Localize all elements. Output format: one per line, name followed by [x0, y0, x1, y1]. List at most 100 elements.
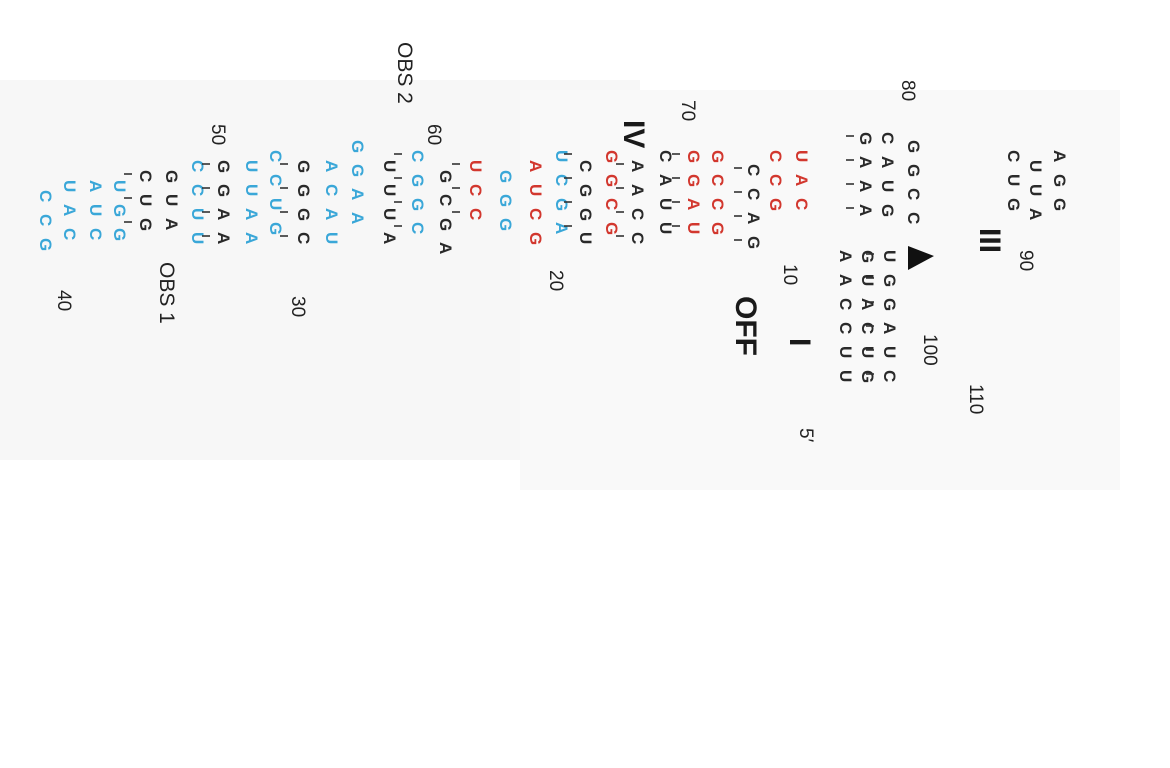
nucleotide: G: [1050, 198, 1069, 211]
nucleotide: G: [602, 222, 621, 235]
nucleotide: A: [856, 204, 875, 216]
nucleotide: G: [162, 170, 181, 183]
obs2-label: OBS 2: [393, 42, 416, 104]
nucleotide: U: [880, 250, 899, 262]
nucleotide: U: [86, 204, 105, 216]
nucleotide: A: [880, 322, 899, 334]
nucleotide: G: [552, 198, 571, 211]
nucleotide: C: [86, 228, 105, 240]
nucleotide: U: [162, 194, 181, 206]
nucleotide: C: [322, 184, 341, 196]
nucleotide: G: [436, 218, 455, 231]
nucleotide: A: [322, 208, 341, 220]
nucleotide: G: [602, 150, 621, 163]
stem-iii-label: III: [973, 228, 1006, 253]
nucleotide: G: [708, 150, 727, 163]
nucleotide: A: [628, 184, 647, 196]
base-pair-layer: [124, 135, 874, 375]
nucleotide: C: [294, 232, 313, 244]
cleavage-arrowhead-icon: [908, 246, 934, 270]
nucleotide: G: [858, 250, 877, 263]
tick-60: 60: [423, 124, 444, 145]
tick-70: 70: [677, 100, 698, 121]
nucleotide: A: [684, 198, 703, 210]
nucleotide: U: [576, 232, 595, 244]
nucleotide: G: [602, 174, 621, 187]
nucleotide: U: [242, 184, 261, 196]
nucleotide: C: [1004, 150, 1023, 162]
nucleotide: A: [856, 180, 875, 192]
tick-50: 50: [207, 124, 228, 145]
nucleotide: G: [294, 208, 313, 221]
nucleotide: U: [836, 346, 855, 358]
nucleotide: C: [744, 164, 763, 176]
nucleotide: A: [162, 218, 181, 230]
obs1-label: OBS 1: [155, 262, 178, 324]
nucleotide: A: [322, 160, 341, 172]
nucleotide: G: [858, 370, 877, 383]
nucleotide: A: [1050, 150, 1069, 162]
nucleotide: G: [214, 160, 233, 173]
nucleotide: G: [856, 132, 875, 145]
nucleotide: U: [1026, 160, 1045, 172]
nucleotide: A: [1026, 208, 1045, 220]
nucleotide: C: [904, 188, 923, 200]
nucleotide: C: [792, 198, 811, 210]
nucleotide: G: [496, 170, 515, 183]
tick-10: 10: [779, 264, 800, 285]
nucleotide: A: [836, 250, 855, 262]
nucleotide: G: [880, 298, 899, 311]
nucleotide: C: [836, 298, 855, 310]
nucleotide: C: [602, 198, 621, 210]
nucleotide: G: [408, 198, 427, 211]
nucleotide: C: [136, 170, 155, 182]
nucleotide: A: [836, 274, 855, 286]
nucleotide: A: [348, 212, 367, 224]
stem-i-label: I: [783, 338, 816, 346]
nucleotide: C: [628, 208, 647, 220]
nucleotide: U: [878, 180, 897, 192]
nucleotide: U: [110, 180, 129, 192]
nucleotide: C: [466, 208, 485, 220]
nucleotide: G: [496, 194, 515, 207]
nucleotide: U: [466, 160, 485, 172]
nucleotide: C: [836, 322, 855, 334]
nucleotide: C: [436, 194, 455, 206]
nucleotide: G: [266, 222, 285, 235]
nucleotide: G: [904, 164, 923, 177]
tick-100: 100: [919, 334, 940, 366]
nucleotide: C: [766, 174, 785, 186]
nucleotide: C: [744, 188, 763, 200]
nucleotide: C: [266, 150, 285, 162]
nucleotide: C: [408, 150, 427, 162]
nucleotide: A: [526, 160, 545, 172]
nucleotide: C: [708, 198, 727, 210]
nucleotide: A: [744, 212, 763, 224]
nucleotide: G: [576, 184, 595, 197]
nucleotide: G: [880, 274, 899, 287]
nucleotide: G: [1050, 174, 1069, 187]
tick-40: 40: [53, 290, 74, 311]
nucleotide: A: [792, 174, 811, 186]
nucleotide: G: [1004, 198, 1023, 211]
nucleotide: U: [656, 222, 675, 234]
nucleotide: G: [110, 204, 129, 217]
stem-iv-label: IV: [617, 120, 650, 148]
nucleotide: A: [656, 174, 675, 186]
nucleotide: U: [188, 232, 207, 244]
tick-20: 20: [545, 270, 566, 291]
nucleotide: C: [466, 184, 485, 196]
nucleotide: U: [266, 198, 285, 210]
nucleotide: A: [436, 242, 455, 254]
nucleotide: C: [552, 174, 571, 186]
nucleotide: C: [904, 212, 923, 224]
nucleotide: G: [136, 218, 155, 231]
nucleotide: U: [1004, 174, 1023, 186]
nucleotide: U: [552, 150, 571, 162]
nucleotide: G: [766, 198, 785, 211]
nucleotide: A: [878, 156, 897, 168]
nucleotide: A: [348, 188, 367, 200]
tick-110: 110: [965, 384, 986, 414]
nucleotide: C: [858, 322, 877, 334]
nucleotide: U: [380, 160, 399, 172]
